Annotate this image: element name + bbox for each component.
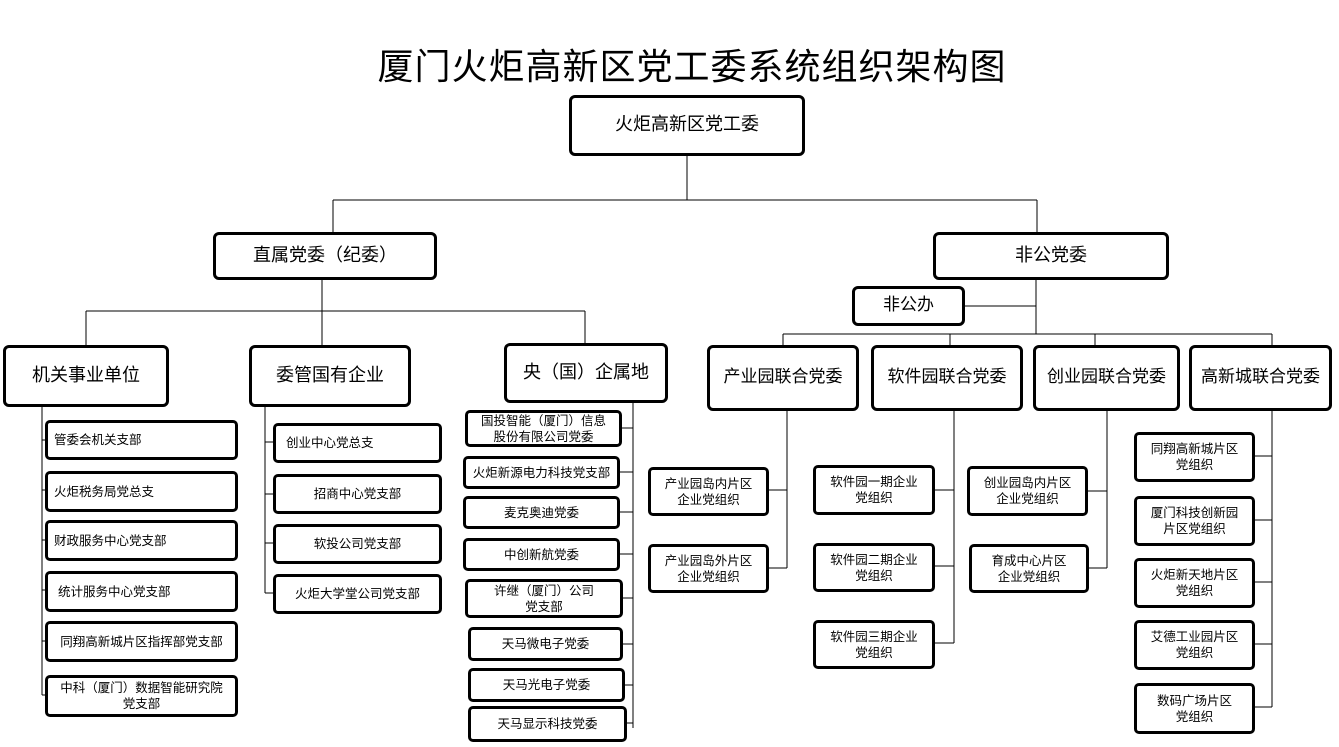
leaf-p2-0: 软件园一期企业 党组织 bbox=[813, 465, 935, 515]
node-park-software: 软件园联合党委 bbox=[871, 345, 1023, 411]
leaf-g3-0: 国投智能（厦门）信息 股份有限公司党委 bbox=[465, 410, 622, 447]
leaf-g2-1: 招商中心党支部 bbox=[273, 474, 442, 514]
leaf-g3-2: 麦克奥迪党委 bbox=[463, 496, 620, 529]
leaf-p4-4: 数码广场片区 党组织 bbox=[1134, 683, 1255, 734]
node-nonpublic-committee: 非公党委 bbox=[933, 232, 1169, 280]
leaf-p2-1: 软件园二期企业 党组织 bbox=[813, 543, 935, 592]
node-park-industrial: 产业园联合党委 bbox=[707, 345, 859, 411]
leaf-g3-5: 天马微电子党委 bbox=[468, 627, 623, 661]
diagram-title: 厦门火炬高新区党工委系统组织架构图 bbox=[377, 47, 1007, 88]
leaf-g1-0: 管委会机关支部 bbox=[45, 420, 238, 460]
leaf-g2-3: 火炬大学堂公司党支部 bbox=[273, 574, 442, 614]
leaf-p4-0: 同翔高新城片区 党组织 bbox=[1134, 432, 1255, 482]
node-group-state-owned: 委管国有企业 bbox=[249, 345, 411, 407]
leaf-g1-1: 火炬税务局党总支 bbox=[45, 471, 238, 512]
leaf-p3-0: 创业园岛内片区 企业党组织 bbox=[967, 466, 1088, 516]
leaf-p4-2: 火炬新天地片区 党组织 bbox=[1134, 558, 1255, 608]
node-root: 火炬高新区党工委 bbox=[569, 95, 805, 156]
leaf-p1-1: 产业园岛外片区 企业党组织 bbox=[648, 544, 769, 593]
leaf-p3-1: 育成中心片区 企业党组织 bbox=[969, 544, 1089, 593]
leaf-g3-3: 中创新航党委 bbox=[463, 538, 620, 571]
node-park-startup: 创业园联合党委 bbox=[1033, 345, 1180, 411]
leaf-g3-6: 天马光电子党委 bbox=[468, 668, 625, 702]
node-direct-committee: 直属党委（纪委） bbox=[213, 232, 437, 280]
leaf-g2-0: 创业中心党总支 bbox=[273, 423, 442, 463]
leaf-g2-2: 软投公司党支部 bbox=[273, 524, 442, 564]
leaf-p4-3: 艾德工业园片区 党组织 bbox=[1134, 620, 1255, 670]
leaf-g3-7: 天马显示科技党委 bbox=[468, 706, 627, 742]
node-group-institutions: 机关事业单位 bbox=[3, 345, 169, 407]
leaf-g1-4: 同翔高新城片区指挥部党支部 bbox=[45, 621, 238, 662]
leaf-g1-5: 中科（厦门）数据智能研究院 党支部 bbox=[45, 675, 238, 717]
leaf-p4-1: 厦门科技创新园 片区党组织 bbox=[1134, 496, 1255, 546]
node-group-central-enterprises: 央（国）企属地 bbox=[504, 343, 668, 403]
leaf-g1-3: 统计服务中心党支部 bbox=[45, 571, 238, 612]
leaf-p1-0: 产业园岛内片区 企业党组织 bbox=[648, 467, 769, 516]
node-park-hightech-city: 高新城联合党委 bbox=[1189, 345, 1332, 411]
node-nonpublic-office: 非公办 bbox=[852, 286, 965, 326]
leaf-g1-2: 财政服务中心党支部 bbox=[45, 520, 238, 561]
leaf-g3-4: 许继（厦门）公司 党支部 bbox=[465, 579, 623, 618]
leaf-p2-2: 软件园三期企业 党组织 bbox=[813, 620, 935, 669]
leaf-g3-1: 火炬新源电力科技党支部 bbox=[463, 456, 620, 489]
